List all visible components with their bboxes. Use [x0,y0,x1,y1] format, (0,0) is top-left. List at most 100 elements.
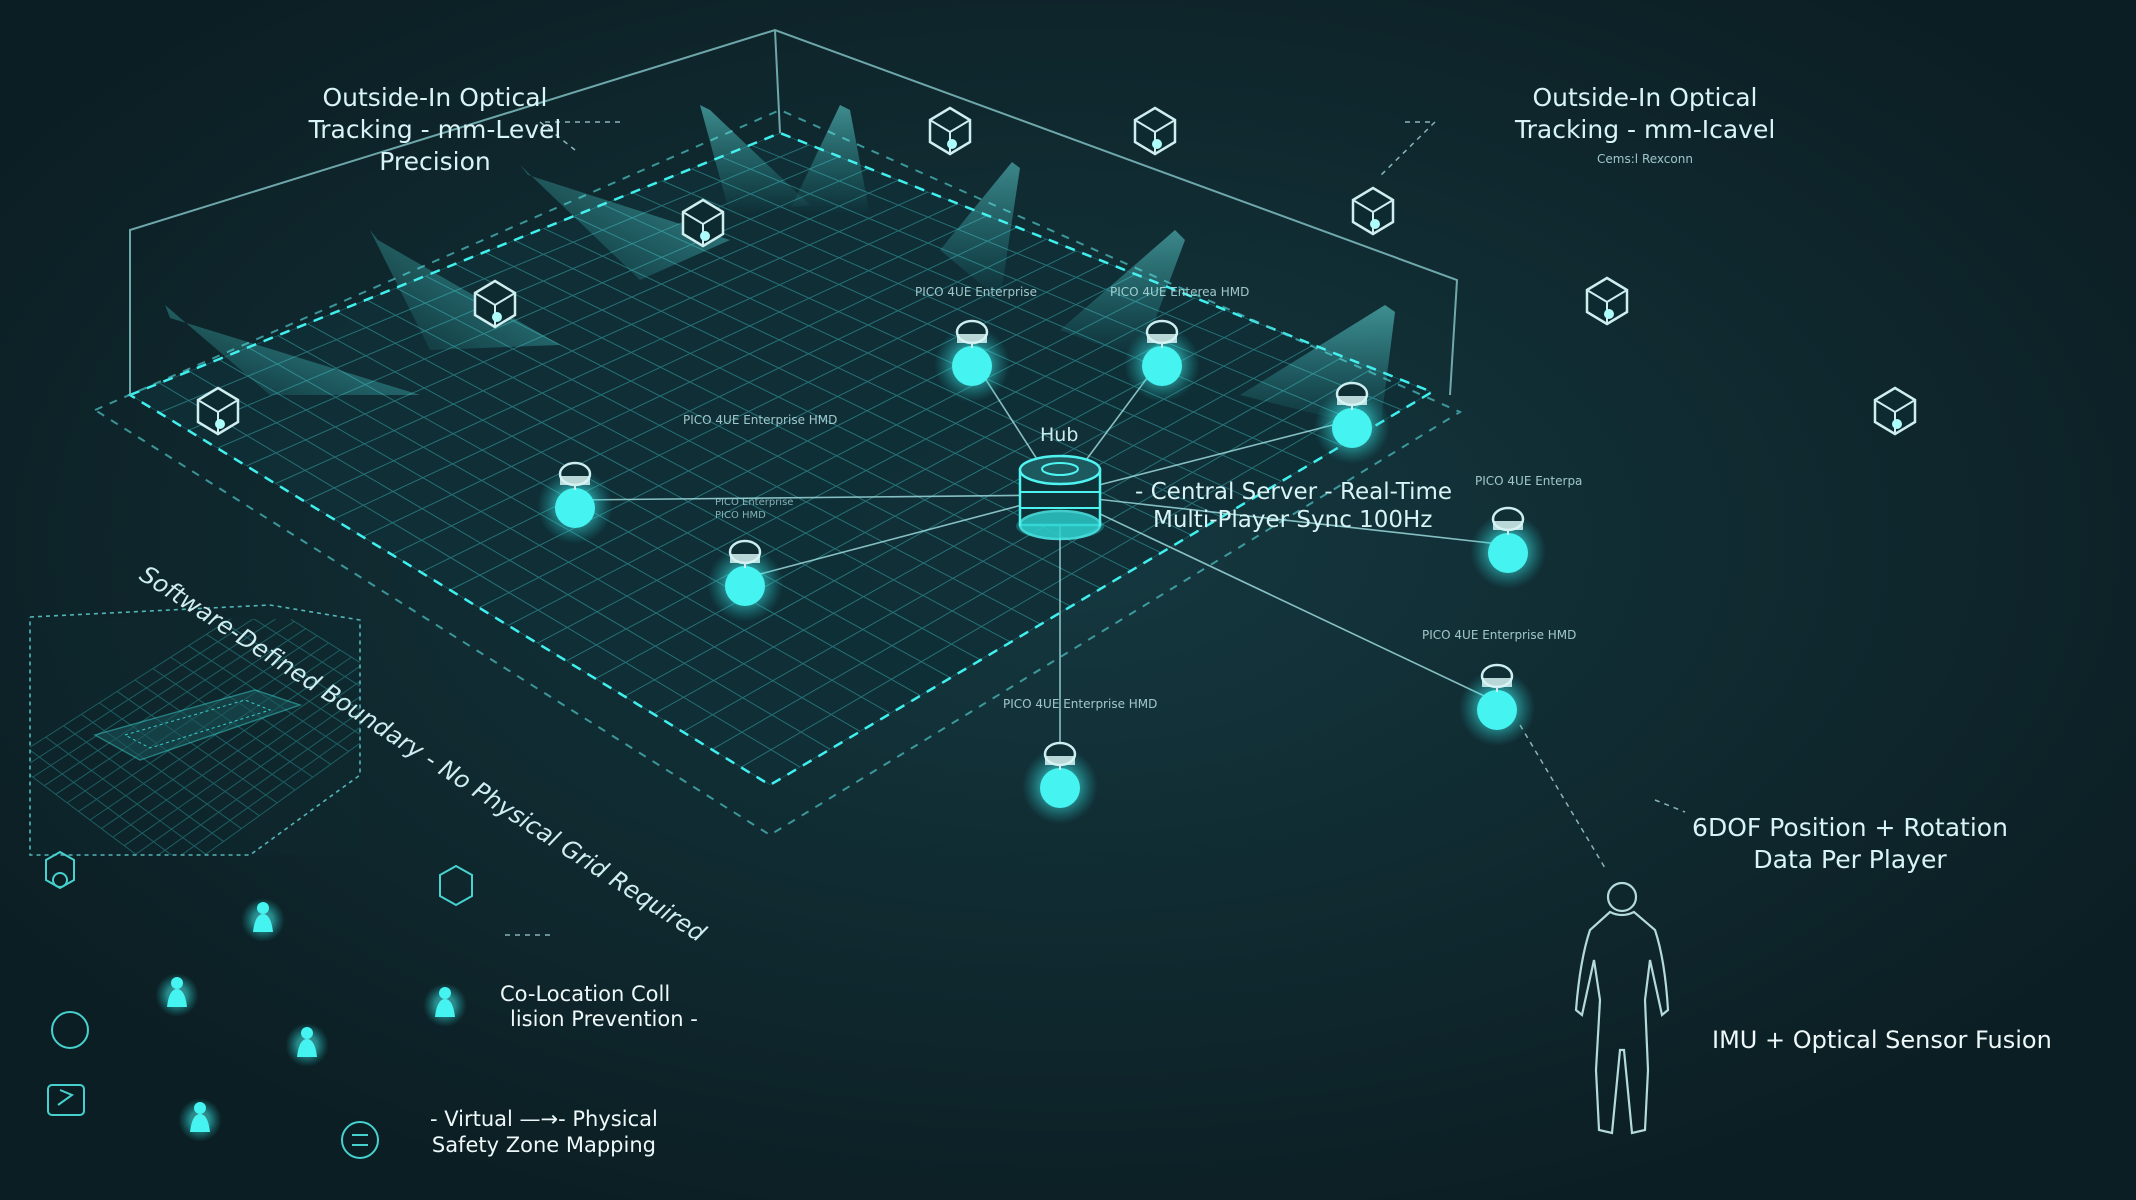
colocation-line2: lision Prevention - [510,1007,698,1031]
camera-icon [196,386,240,436]
hmd-label-3: PICO 4UE Enterprise HMD [683,413,838,427]
player-icon [155,973,199,1017]
inset-grid-line [89,649,341,821]
tracking-right-sub: Cems:l Rexconn [1597,152,1693,166]
inset-grid-line [241,617,360,714]
grid-line [740,379,1403,768]
vr-headset-icon [1459,663,1535,746]
inset-grid-line [135,678,360,855]
hmd-label-7: PICO HMD [715,510,766,521]
grid-line [653,344,1314,715]
grid-line [478,273,1136,609]
tracking-label-left: Outside-In Optical Tracking - mm-Level P… [305,82,565,178]
server-line2: Multi-Player Sync 100Hz [1153,507,1433,533]
fusion-label: IMU + Optical Sensor Fusion [1712,1026,2052,1054]
grid-line [572,215,1222,518]
inset-grid-line [116,691,278,804]
vr-headset-icon [934,319,1010,402]
hub-label: Hub [1040,424,1079,446]
tracking-left-line1: Outside-In Optical [322,83,548,112]
tracking-right-line1: Outside-In Optical [1532,83,1758,112]
hub-link [744,494,1061,579]
camera-icon [1133,106,1177,156]
vr-headset-icon [707,539,783,622]
hmd-label-2: PICO 4UE Enterea HMD [1110,285,1250,299]
tracking-label-right: Outside-In Optical Tracking - mm-Icavel [1515,82,1775,146]
inset-players [155,898,467,1142]
safety-inset [29,604,473,1159]
hub-link [1059,419,1353,496]
sixdof-label: 6DOF Position + Rotation Data Per Player [1690,812,2010,876]
grid-line [566,309,1225,662]
inset-grid-line [123,671,360,847]
inset-grid-line [55,628,306,795]
camera-icon [1585,276,1629,326]
grid-line [661,180,1312,464]
hmd-label-1: PICO 4UE Enterprise [915,285,1037,299]
player-icon [178,1098,222,1142]
hub-link [574,494,1061,501]
camera-beams [165,105,1395,430]
inset-grid-line [63,725,224,842]
tracking-left-line2: Tracking - mm-Level [308,115,562,144]
inset-grid-line [98,702,260,817]
inset-grid-line [44,621,295,787]
hub-link [1059,494,1498,703]
grid-line [691,168,1342,447]
server-icon [1016,454,1104,541]
inset-grid-line [45,736,207,855]
hmd-label-4: PICO 4UE Enterprise HMD [1422,628,1577,642]
human-figure-icon [1574,881,1670,1135]
inset-grid-line [66,635,318,804]
grid-line [537,297,1196,644]
player-icon [285,1023,329,1067]
server-line1: - Central Server - Real-Time [1135,479,1453,505]
grid-line [682,356,1344,733]
hmd-label-5: PICO 4UE Enterprise HMD [1003,697,1158,711]
camera-icon [439,864,473,907]
camera-icon [473,279,517,329]
camera-icon [1351,186,1395,236]
vr-headset-icon [537,461,613,544]
tracking-right-line2: Tracking - mm-Icavel [1515,115,1776,144]
tracking-left-line3: Precision [379,147,491,176]
leader-lines [505,121,1686,936]
inset-grid-line [152,668,314,778]
safety-line1: - Virtual —→- Physical [430,1107,658,1131]
hub-link [1059,494,1509,546]
camera-icon [45,850,75,890]
inset-grid-line [158,692,360,855]
inset-grid-line [30,617,272,769]
server-label: - Central Server - Real-Time Multi-Playe… [1135,478,1453,534]
inset-grid-line [32,617,284,778]
inset-grid-line [169,699,360,855]
hmd-label-8: PICO 4UE Enterpa [1475,474,1583,488]
inset-grid-line [81,713,242,829]
player-icon [241,898,285,942]
player-icon [423,983,467,1027]
inset-grid-line [30,617,261,761]
inset-grid-line [259,617,360,701]
inset-grid-line [170,656,331,765]
colocation-label: Co-Location Coll lision Prevention - [500,982,698,1032]
vr-headset-icon [1314,381,1390,464]
room-frame [129,28,1459,396]
inset-grid-line [101,656,352,829]
inset-grid-line [224,622,360,727]
grid-line [602,203,1252,500]
colocation-line1: Co-Location Coll [500,982,671,1006]
inset-grid-line [30,748,189,855]
vr-headset-icon [1124,319,1200,402]
safety-line2: Safety Zone Mapping [431,1133,656,1157]
safety-label: - Virtual —→- Physical Safety Zone Mappi… [430,1106,658,1158]
sixdof-line2: Data Per Player [1753,845,1947,874]
vr-headset-icon [1022,741,1098,824]
inset-grid-line [30,759,171,855]
inset-grid-line [112,663,360,838]
inset-grid-line [78,642,329,812]
grid-line [711,368,1373,750]
camera-icon [928,106,972,156]
hmd-label-6: PICO Enterprise [715,497,794,508]
inset-grid-line [134,679,296,791]
